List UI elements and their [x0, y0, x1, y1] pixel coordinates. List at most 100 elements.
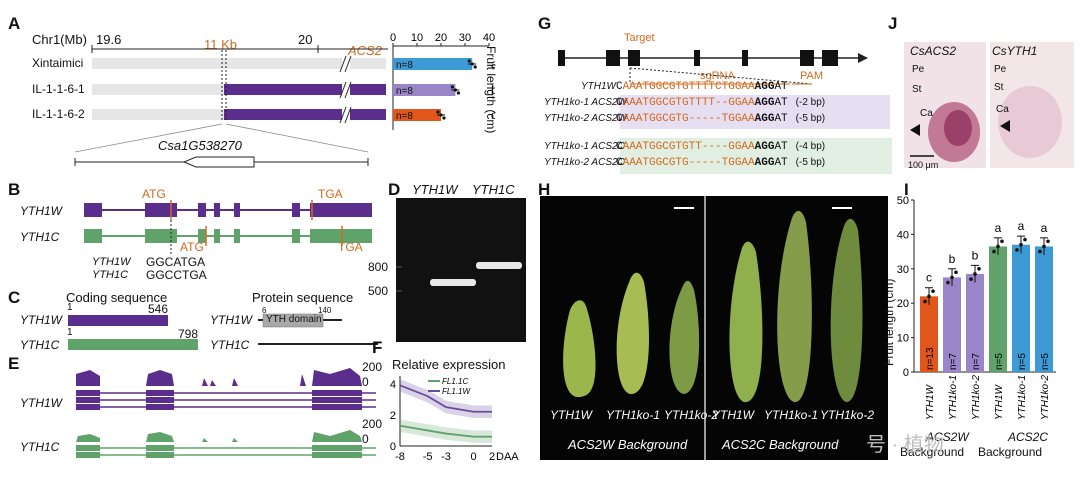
fruit-label: YTH1ko-1: [606, 408, 661, 422]
panel-a-graphics: [74, 45, 388, 168]
i-bg-left: ACS2W: [926, 430, 969, 444]
i-bg-right: ACS2C: [1008, 430, 1049, 444]
line-name-3: IL-1-1-6-2: [32, 107, 85, 121]
point-i: [927, 294, 931, 299]
bg-label-left: ACS2W Background: [568, 437, 687, 452]
cucumber-3: [669, 280, 700, 394]
fruit-label: YTH1ko-1: [764, 408, 819, 422]
alignment-pam: AGG: [754, 97, 775, 109]
tick-label-i: 20: [897, 298, 909, 310]
coding-sequence-title: Coding sequence: [66, 290, 168, 305]
sig-i-5: a: [1018, 219, 1025, 233]
panel-g-graphics: [558, 50, 890, 129]
domain-end: 140: [318, 306, 332, 315]
atg-label-top: ATG: [142, 187, 166, 201]
c-yth1w-label: YTH1W: [20, 313, 62, 327]
legend-f-c: FL1.1C: [442, 377, 468, 386]
point-a: [453, 88, 457, 92]
arrow-left-icon: [910, 124, 920, 136]
gel-marker-500: 500: [368, 284, 389, 298]
alignment-name: YTH1W: [581, 81, 616, 92]
cucumber-2: [616, 272, 649, 395]
point-i: [950, 275, 954, 280]
panel-label-j: J: [888, 14, 898, 33]
sig-a-1: a: [491, 57, 495, 71]
tick-label-f-y: 0: [390, 441, 396, 453]
alignment-suffix: AT: [774, 141, 788, 153]
alignment-deletion: (-5 bp): [795, 157, 826, 168]
point-a: [436, 110, 440, 114]
fruit-label: YTH1W: [712, 408, 754, 422]
alignment-deletion: (-4 bp): [795, 141, 826, 152]
bar-i-4: [989, 246, 1007, 372]
cat-i-5: YTH1ko-1: [1017, 375, 1028, 420]
seq-w: GGCATGA: [146, 255, 206, 269]
chromosome-tick-1: 19.6: [96, 32, 122, 47]
alignment-prefix: C: [616, 157, 623, 169]
series-f-0: [399, 384, 492, 413]
cat-i-1: YTH1W: [925, 383, 936, 420]
bar-i-6: [1035, 246, 1053, 372]
alignment-pam: AGG: [754, 81, 775, 93]
bar-i-2: [943, 277, 961, 372]
point-i: [1019, 242, 1023, 247]
e-yth1w-label: YTH1W: [20, 396, 62, 410]
bar-a-n-1: n=8: [396, 60, 413, 71]
yth-domain-label: YTH domain: [266, 314, 322, 325]
point-i: [1046, 239, 1050, 244]
tick-label-a: 30: [459, 32, 471, 44]
fruit-photo: [540, 196, 888, 460]
e-scale-200-top: 200: [362, 360, 383, 374]
interval-label: 11 Kb: [204, 37, 238, 52]
point-i: [1023, 237, 1027, 242]
watermark: 号 · 植物: [866, 434, 944, 456]
j-ca-left: Ca: [920, 108, 933, 119]
cat-i-4: YTH1W: [994, 383, 1005, 420]
point-i: [931, 289, 935, 293]
alignment-sequence: AAATGGCGTGTT----GGAA: [622, 141, 755, 153]
cucumber-6: [830, 218, 863, 403]
gel-marker-800: 800: [368, 260, 389, 274]
alignment-prefix: C: [616, 113, 623, 125]
n-i-3: n=7: [971, 353, 982, 370]
n-i-4: n=5: [994, 353, 1005, 370]
acs2-label: ACS2: [348, 43, 382, 58]
tick-label-f-x: 2: [489, 451, 495, 463]
sgrna-label: sgRNA: [700, 70, 735, 82]
panel-label-h: H: [538, 180, 551, 199]
seq-w-name: YTH1W: [92, 256, 131, 268]
series-f-1: [399, 424, 492, 438]
sig-i-4: a: [995, 221, 1002, 235]
sig-i-1: c: [926, 271, 932, 285]
point-i: [969, 277, 973, 281]
tick-label-a: 0: [390, 32, 396, 44]
alignment-pam: AGG: [754, 113, 775, 125]
band-f-0: [400, 379, 492, 418]
alignment-sequence: AAATGGCGTG-----TGGAA: [622, 157, 755, 169]
point-i: [946, 280, 950, 285]
alignment-row: YTH1WCAAATGGCGTGTTTTCTGGAAAGGAT: [544, 80, 796, 93]
alignment-sequence: AAATGGCGTGTTTTCTGGAA: [622, 81, 755, 93]
bar-a-2: [393, 84, 456, 96]
target-label: Target: [624, 32, 655, 44]
tick-label-f-y: 4: [390, 379, 396, 391]
alignment-suffix: AT: [774, 113, 788, 125]
c-c-start: 1: [67, 327, 73, 338]
tick-label-i: 30: [897, 264, 909, 276]
fruit-label: YTH1ko-2: [820, 408, 875, 422]
alignment-suffix: AT: [774, 81, 788, 93]
fruit-label: YTH1ko-2: [664, 408, 719, 422]
alignment-deletion: (-5 bp): [795, 113, 826, 124]
sig-i-3: b: [972, 248, 979, 262]
alignment-prefix: C: [616, 141, 623, 153]
tick-label-i: 0: [903, 367, 909, 379]
in-situ-images: [904, 42, 1074, 168]
cat-i-2: YTH1ko-1: [948, 375, 959, 420]
fruit-label: YTH1W: [550, 408, 592, 422]
atg-label-bottom: ATG: [180, 240, 204, 254]
p-yth1c-label: YTH1C: [210, 338, 250, 352]
point-i: [973, 272, 977, 276]
tick-label-f-x: -8: [395, 451, 405, 463]
sig-a-3: c: [491, 108, 495, 122]
